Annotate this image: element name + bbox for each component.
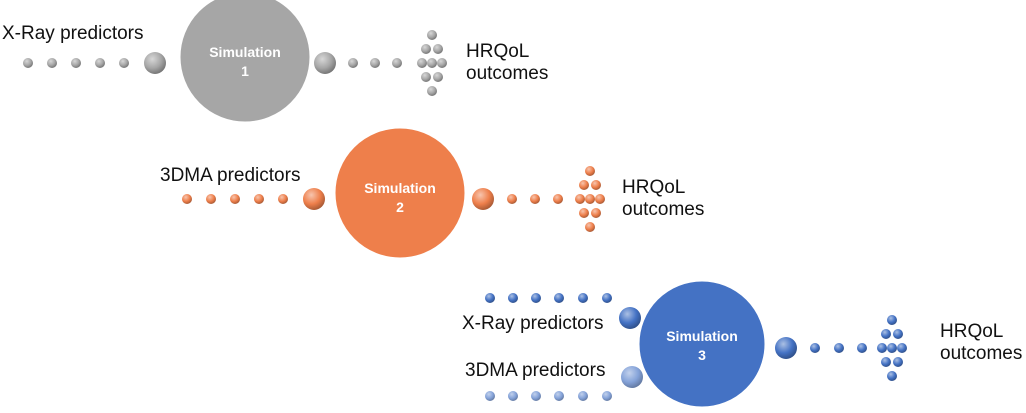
sim2-outcome-dot — [530, 194, 540, 204]
sim1-outcome-arrow-dot — [433, 72, 443, 82]
sim3-outcome-arrow-dot — [877, 343, 887, 353]
sim1-outcome-arrow-dot — [437, 58, 447, 68]
sim2-outcome-connector — [472, 188, 494, 210]
sim3-3dma-predictor-dot — [602, 391, 612, 401]
sim1-outcome-arrow-dot — [417, 58, 427, 68]
sim3-outcome-arrow-dot — [881, 357, 891, 367]
sim1-predictor-dot — [71, 58, 81, 68]
sim2-outcome-arrow-dot — [579, 180, 589, 190]
sim1-predictor-connector — [144, 52, 166, 74]
sim3-outcome-arrow-dot — [897, 343, 907, 353]
sim2-outcome-arrow-dot — [585, 194, 595, 204]
sim3-3dma-predictor-dot — [531, 391, 541, 401]
sim3-outcome-dot — [810, 343, 820, 353]
sim3-3dma-predictor-dot — [508, 391, 518, 401]
sim1-outcome-arrow-dot — [421, 72, 431, 82]
sim2-predictor-dot — [278, 194, 288, 204]
sim3-outcome-dot — [834, 343, 844, 353]
sim3-title: Simulation — [666, 328, 738, 344]
sim1-circle-label: Simulation 1 — [195, 43, 295, 81]
sim1-predictor-dot — [47, 58, 57, 68]
sim3-outcome-connector — [775, 337, 797, 359]
sim1-outcome-connector — [314, 52, 336, 74]
sim3-outcome-arrow-dot — [893, 357, 903, 367]
sim1-outcome-dot — [348, 58, 358, 68]
sim3-outcome-arrow-dot — [893, 329, 903, 339]
sim3-xray-predictor-dot — [485, 293, 495, 303]
sim1-predictor-dot — [95, 58, 105, 68]
sim3-xray-predictor-connector — [619, 307, 641, 329]
sim1-predictor-label: X-Ray predictors — [2, 23, 144, 44]
sim2-predictor-label: 3DMA predictors — [160, 165, 301, 186]
sim2-outcome-arrow-dot — [591, 180, 601, 190]
sim2-predictor-dot — [254, 194, 264, 204]
sim2-predictor-dot — [230, 194, 240, 204]
sim3-3dma-predictor-connector — [621, 366, 643, 388]
sim3-3dma-predictor-dot — [578, 391, 588, 401]
sim3-3dma-predictor-dot — [485, 391, 495, 401]
sim2-outcome-arrow-dot — [575, 194, 585, 204]
sim3-xray-predictor-dot — [602, 293, 612, 303]
sim2-outcome-arrow-dot — [595, 194, 605, 204]
sim1-title: Simulation — [209, 44, 281, 60]
sim3-outcome-arrow-dot — [887, 371, 897, 381]
sim2-outcome-arrow-dot — [585, 222, 595, 232]
sim3-xray-predictor-dot — [554, 293, 564, 303]
sim2-outcome-dot — [507, 194, 517, 204]
sim3-outcome-arrow-dot — [887, 315, 897, 325]
sim3-outcome-arrow-dot — [887, 343, 897, 353]
sim1-outcome-arrow-dot — [421, 44, 431, 54]
sim3-circle — [636, 278, 768, 410]
sim1-outcome-arrow-dot — [427, 58, 437, 68]
sim2-circle-label: Simulation 2 — [350, 179, 450, 217]
sim2-outcome-arrow-dot — [579, 208, 589, 218]
sim2-outcome-arrow-dot — [585, 166, 595, 176]
sim3-outcome-arrow-dot — [881, 329, 891, 339]
sim1-outcome-dot — [370, 58, 380, 68]
sim2-outcome-arrow-dot — [591, 208, 601, 218]
sim3-predictor-label-xray: X-Ray predictors — [462, 313, 604, 334]
sim1-number: 1 — [241, 63, 249, 79]
sim1-predictor-dot — [23, 58, 33, 68]
sim2-circle — [332, 125, 468, 261]
sim3-xray-predictor-dot — [508, 293, 518, 303]
sim1-outcome-arrow-dot — [427, 86, 437, 96]
sim2-predictor-connector — [303, 188, 325, 210]
sim3-number: 3 — [698, 347, 706, 363]
sim1-circle — [177, 0, 313, 125]
sim2-predictor-dot — [206, 194, 216, 204]
sim3-outcome-dot — [857, 343, 867, 353]
sim3-circle-label: Simulation 3 — [652, 327, 752, 365]
sim2-number: 2 — [396, 199, 404, 215]
sim1-outcome-arrow-dot — [427, 30, 437, 40]
sim2-outcome-dot — [553, 194, 563, 204]
sim1-outcome-arrow-dot — [433, 44, 443, 54]
sim3-3dma-predictor-dot — [554, 391, 564, 401]
sim1-outcome-label: HRQoL outcomes — [466, 41, 549, 84]
sim3-xray-predictor-dot — [531, 293, 541, 303]
sim2-outcome-label: HRQoL outcomes — [622, 177, 705, 220]
sim3-xray-predictor-dot — [578, 293, 588, 303]
sim2-predictor-dot — [182, 194, 192, 204]
sim1-outcome-dot — [392, 58, 402, 68]
sim1-predictor-dot — [119, 58, 129, 68]
sim3-predictor-label-3dma: 3DMA predictors — [465, 360, 606, 381]
sim3-outcome-label: HRQoL outcomes — [940, 321, 1023, 364]
sim2-title: Simulation — [364, 180, 436, 196]
